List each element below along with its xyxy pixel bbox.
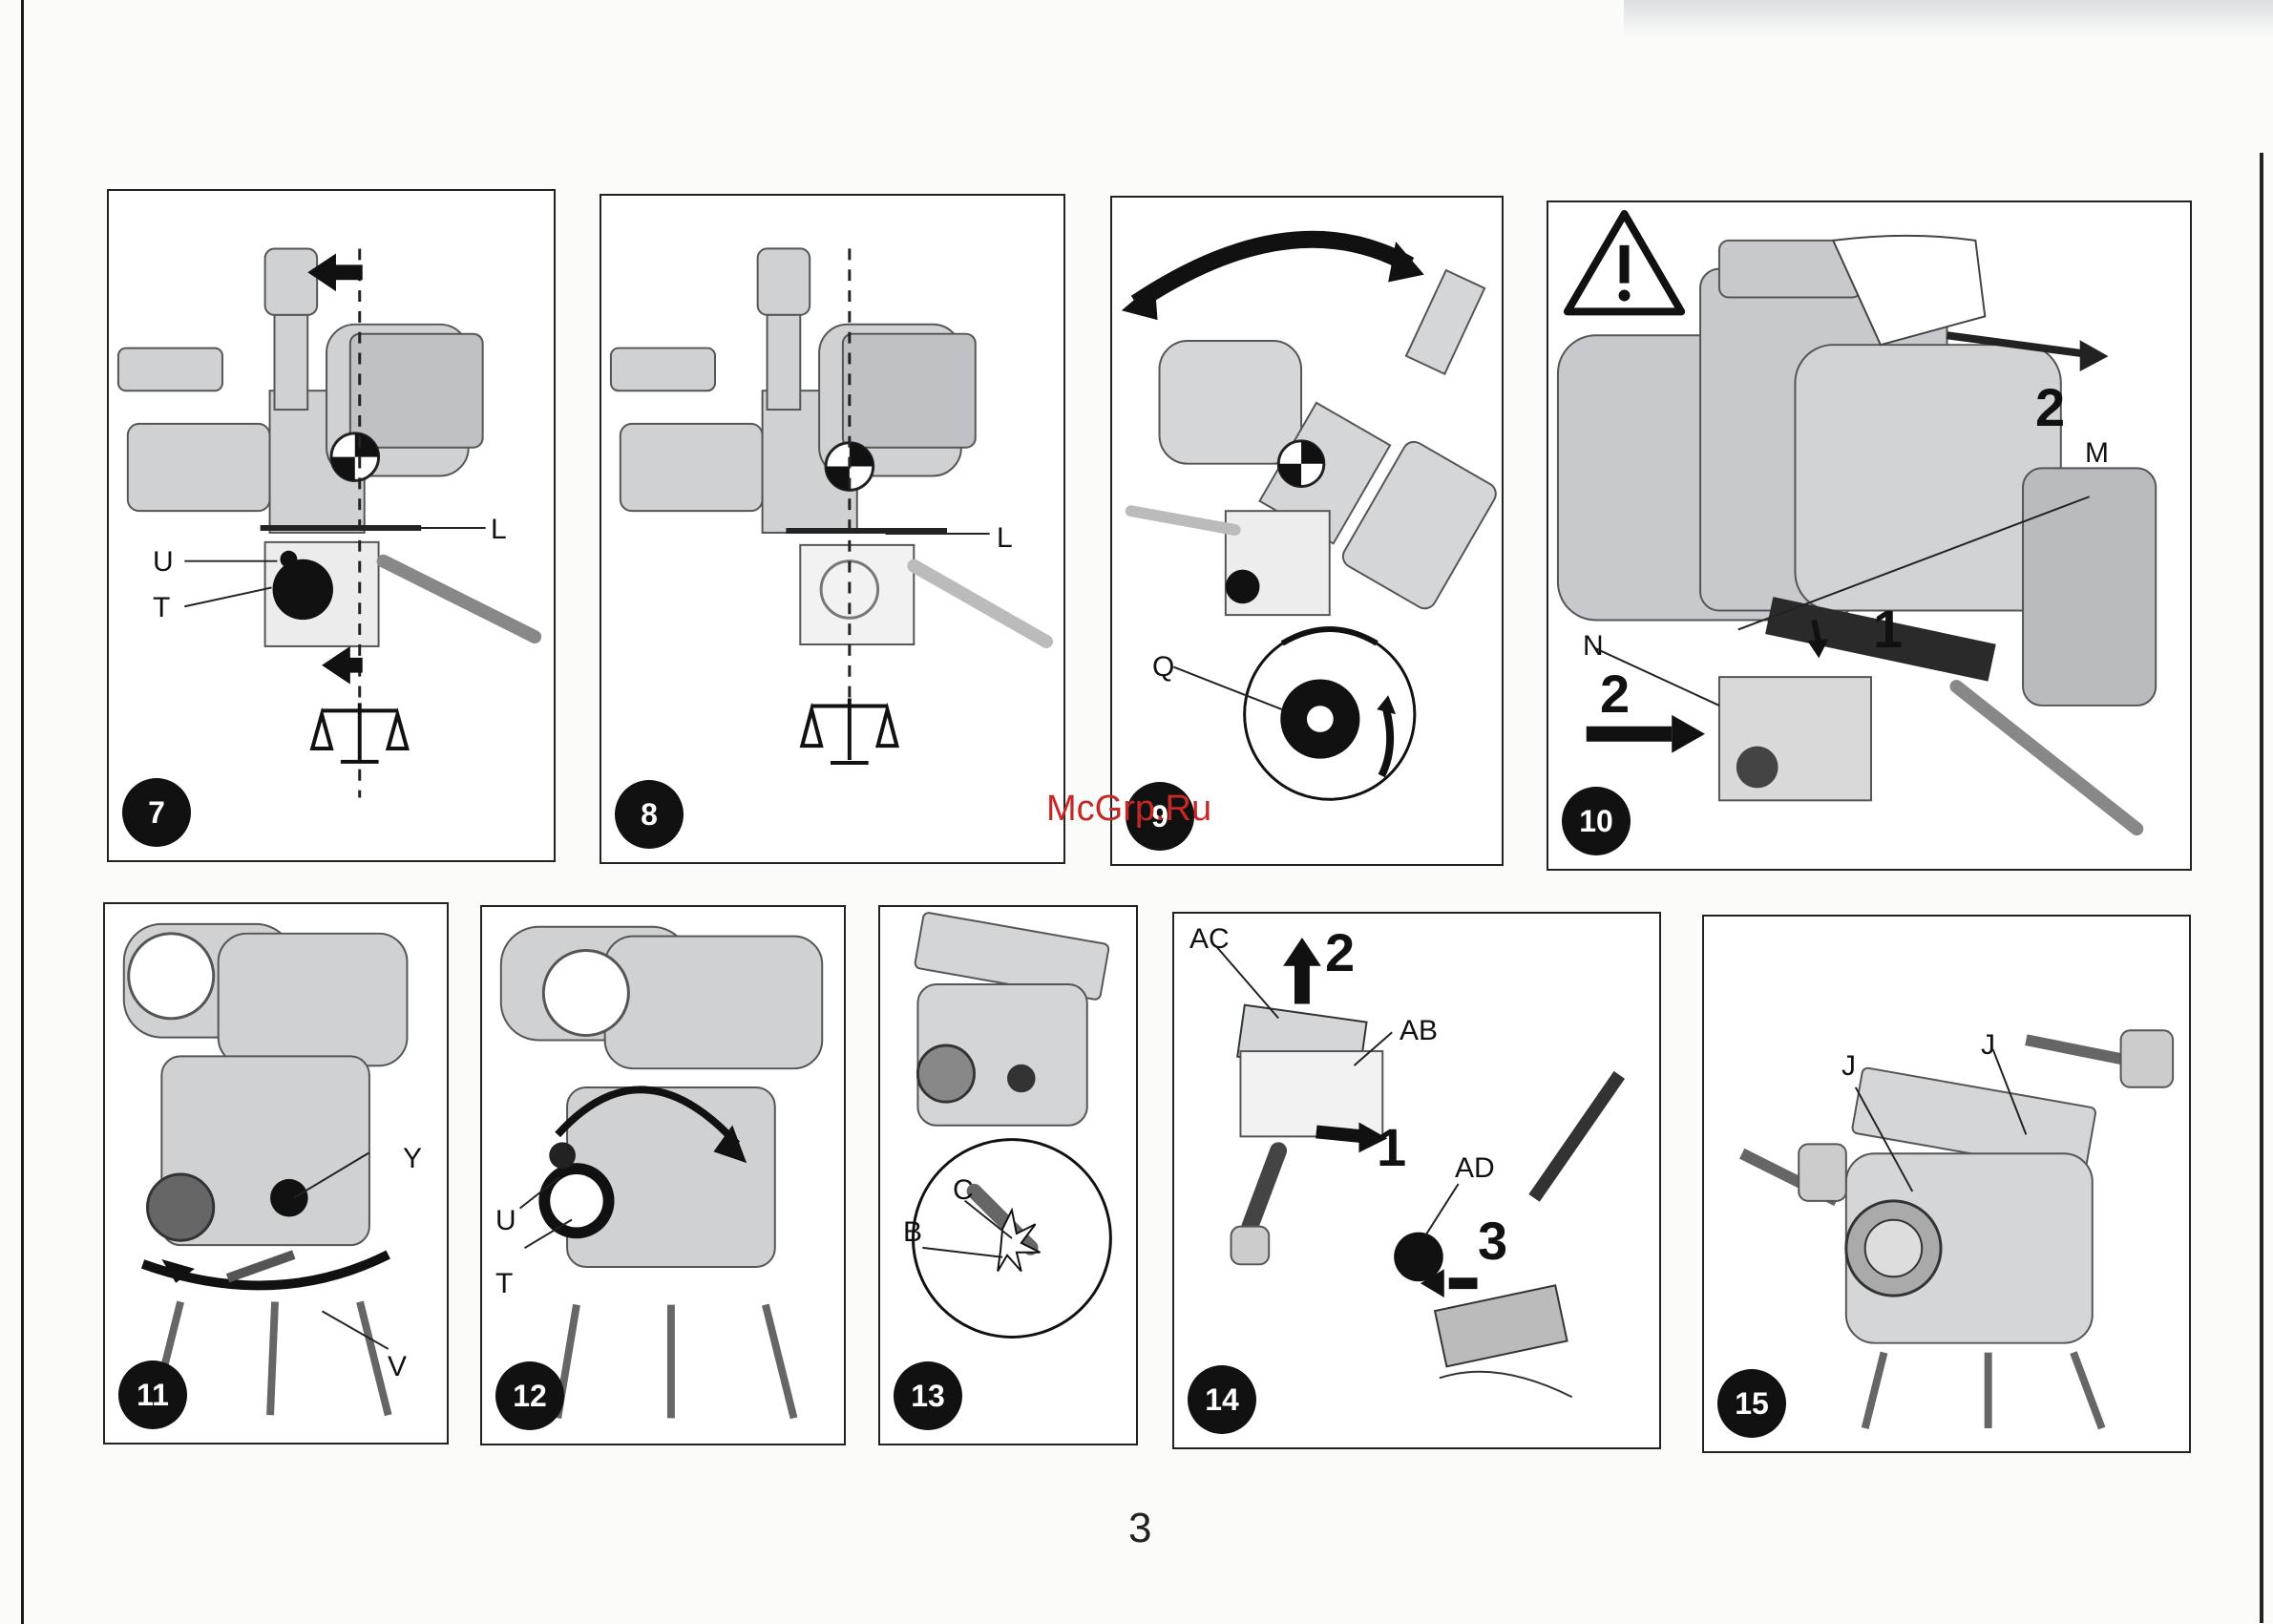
figure-number-13: 13	[894, 1361, 962, 1430]
figure-panel-7: U T L 7	[107, 189, 556, 862]
figure-panel-14: AC AB AD 2 1 3 14	[1172, 912, 1661, 1449]
warning-icon	[1568, 214, 1681, 311]
plate-adjustment-illustration	[1174, 914, 1659, 1447]
figure-number-12: 12	[495, 1361, 564, 1430]
label-ac: AC	[1189, 923, 1230, 956]
label-u: U	[153, 546, 174, 579]
camera-plate-release-illustration: =	[1548, 202, 2190, 869]
label-ab: AB	[1400, 1015, 1438, 1047]
label-j-right: J	[1981, 1029, 1995, 1062]
label-c: C	[953, 1174, 974, 1207]
accessory-arms-illustration	[1704, 917, 2189, 1451]
label-q: Q	[1152, 651, 1174, 684]
figure-number-7: 7	[122, 778, 191, 847]
scan-shadow	[1624, 0, 2273, 38]
label-ad: AD	[1455, 1152, 1495, 1185]
label-l: L	[491, 514, 507, 546]
figure-number-11: 11	[118, 1360, 187, 1429]
label-u: U	[495, 1205, 516, 1237]
camera-balanced-illustration	[601, 196, 1063, 862]
step-2-bottom: 2	[1600, 663, 1630, 725]
label-t: T	[495, 1268, 513, 1300]
step-3: 3	[1478, 1210, 1507, 1272]
figure-panel-10: = M N 1 2 2 10	[1547, 200, 2192, 871]
balance-scale-icon	[802, 699, 896, 763]
tilt-drag-illustration	[1112, 198, 1502, 864]
figure-panel-11: Y V 11	[103, 902, 449, 1445]
page-number: 3	[1128, 1505, 1151, 1552]
step-1: 1	[1873, 598, 1903, 660]
label-y: Y	[403, 1143, 422, 1175]
camera-balance-illustration	[109, 191, 554, 860]
balance-scale-icon	[312, 703, 407, 761]
label-n: N	[1583, 630, 1604, 663]
figure-number-10: 10	[1562, 787, 1631, 855]
label-v: V	[388, 1351, 407, 1383]
label-j-left: J	[1842, 1050, 1856, 1083]
figure-panel-15: J J 15	[1702, 915, 2191, 1453]
label-t: T	[153, 592, 170, 624]
label-l: L	[997, 522, 1013, 555]
watermark: McGrp.Ru	[1046, 789, 1211, 830]
figure-number-14: 14	[1188, 1365, 1256, 1434]
page-edge-left	[21, 0, 24, 1624]
label-b: B	[903, 1216, 922, 1249]
figure-panel-8: L 8	[600, 194, 1065, 864]
step-2-top: 2	[2035, 376, 2065, 438]
label-m: M	[2085, 437, 2109, 470]
figure-number-15: 15	[1717, 1369, 1786, 1438]
figure-panel-9: Q 9	[1110, 196, 1504, 866]
page-edge-right	[2260, 153, 2263, 1623]
step-2: 2	[1325, 921, 1355, 983]
figure-panel-12: U T 12	[480, 905, 846, 1445]
step-1: 1	[1377, 1116, 1406, 1178]
figure-number-8: 8	[615, 780, 684, 849]
figure-panel-13: C B 13	[878, 905, 1138, 1445]
